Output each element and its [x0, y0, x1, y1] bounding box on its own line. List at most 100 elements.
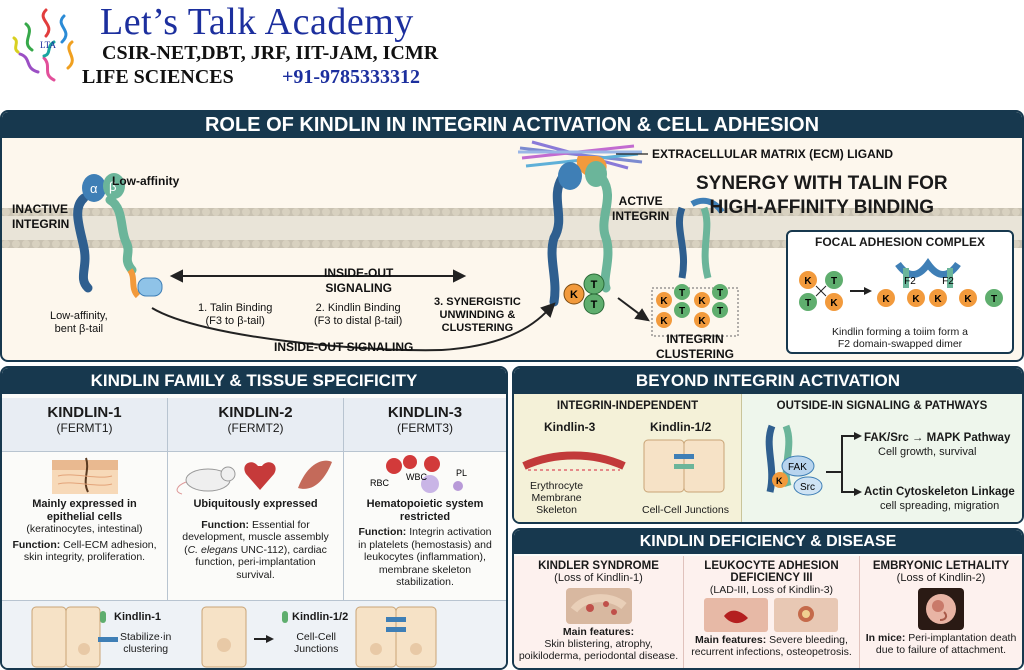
lipid-head: [512, 208, 520, 216]
talin-binding-step: 1. Talin Binding (F3 to β-tail): [198, 302, 273, 327]
lipid-head: [482, 240, 490, 248]
lipid-head: [22, 208, 30, 216]
lipid-head: [332, 240, 340, 248]
lipid-head: [292, 208, 300, 216]
lipid-head: [192, 208, 200, 216]
lad-title: LEUKOCYTE ADHESION DEFICIENCY III: [704, 560, 839, 584]
lipid-head: [2, 208, 10, 216]
f2-label: F2: [942, 276, 954, 287]
lipid-head: [512, 240, 520, 248]
lipid-head: [842, 208, 850, 216]
lipid-head: [422, 240, 430, 248]
lipid-head: [152, 208, 160, 216]
alpha-label: α: [90, 181, 98, 196]
skin-icon: [52, 457, 118, 494]
lipid-head: [762, 240, 770, 248]
lipid-head: [472, 240, 480, 248]
emb-title: EMBRYONIC LETHALITY: [872, 560, 1010, 572]
integrin-activation-panel: ROLE OF KINDLIN IN INTEGRIN ACTIVATION &…: [0, 110, 1024, 362]
lipid-head: [752, 208, 760, 216]
ecm-ligand-label: EXTRACELLULAR MATRIX (ECM) LIGAND: [652, 147, 894, 161]
bleeding-wound-icon: [704, 598, 838, 632]
lipid-head: [282, 240, 290, 248]
lipid-head: [812, 208, 820, 216]
lipid-head: [732, 208, 740, 216]
lipid-head: [182, 208, 190, 216]
disease-panel: KINDLIN DEFICIENCY & DISEASE KINDLER SYN…: [512, 528, 1024, 670]
lipid-head: [732, 240, 740, 248]
lipid-head: [992, 208, 1000, 216]
kindlin-family-panel: KINDLIN FAMILY & TISSUE SPECIFICITY KIND…: [0, 366, 508, 670]
kindlin12-sublabel: Kindlin-1/2: [650, 420, 712, 434]
kindler-features-label: Main features:: [562, 626, 635, 638]
lipid-head: [652, 240, 660, 248]
lipid-head: [112, 240, 120, 248]
lipid-head: [1012, 208, 1020, 216]
k-label: K: [660, 296, 668, 307]
lipid-head: [912, 208, 920, 216]
lipid-head: [362, 240, 370, 248]
lipid-head: [872, 208, 880, 216]
focal-adhesion-title: FOCAL ADHESION COMPLEX: [814, 235, 985, 249]
lipid-head: [102, 208, 110, 216]
lipid-head: [902, 208, 910, 216]
lipid-head: [152, 240, 160, 248]
independent-title: INTEGRIN-INDEPENDENT: [556, 400, 699, 412]
lipid-head: [622, 208, 630, 216]
kindlin3-header: KINDLIN-3 (FERMT3): [344, 398, 506, 452]
actin-linkage: Actin Cytoskeleton Linkage: [864, 486, 1015, 498]
emb-features: In mice: Peri-implantation death due to …: [865, 632, 1017, 656]
kindler-sub: (Loss of Kindlin-1): [554, 572, 643, 584]
lipid-head: [742, 240, 750, 248]
strip-kindlin1-label: Kindlin-1: [114, 611, 162, 623]
strip-stabilize-label: Stabilize·in clustering: [120, 631, 172, 655]
lipid-head: [372, 208, 380, 216]
t-label: T: [991, 294, 997, 305]
panel-title: ROLE OF KINDLIN IN INTEGRIN ACTIVATION &…: [2, 112, 1022, 138]
lipid-head: [762, 208, 770, 216]
lipid-head: [282, 208, 290, 216]
lipid-head: [42, 240, 50, 248]
active-integrin-shape: [547, 161, 613, 307]
lipid-head: [402, 208, 410, 216]
lipid-head: [232, 208, 240, 216]
k-label: K: [570, 289, 578, 301]
kindlin1-function: Function: Cell-ECM adhesion, skin integr…: [12, 538, 157, 564]
phone-number: +91-9785333312: [282, 66, 421, 88]
logo-text: LTA: [40, 40, 56, 50]
inside-out-label-top: INSIDE-OUT SIGNALING: [324, 266, 394, 295]
embryonic-lethality-box: EMBRYONIC LETHALITY (Loss of Kindlin-2) …: [860, 556, 1022, 668]
outside-in-title: OUTSIDE-IN SIGNALING & PATHWAYS: [776, 400, 988, 412]
lipid-head: [2, 240, 10, 248]
lipid-head: [392, 240, 400, 248]
lipid-head: [452, 240, 460, 248]
lipid-head: [202, 208, 210, 216]
kindlin3-name: KINDLIN-3: [387, 404, 463, 421]
lipid-head: [102, 240, 110, 248]
lipid-head: [592, 208, 600, 216]
lipid-head: [132, 208, 140, 216]
epithelial-cells-diagram: [31, 606, 437, 668]
f2-label: F2: [904, 276, 916, 287]
lipid-head: [142, 208, 150, 216]
lipid-head: [462, 208, 470, 216]
lipid-head: [462, 240, 470, 248]
family-bottom-strip: Kindlin-1 Stabilize·in clustering Kindli…: [2, 600, 506, 668]
lipid-head: [242, 240, 250, 248]
lipid-head: [782, 208, 790, 216]
independent-diagram: [522, 439, 725, 493]
lipid-head: [792, 208, 800, 216]
kindlin2-header: KINDLIN-2 (FERMT2): [168, 398, 343, 452]
lipid-head: [422, 208, 430, 216]
lipid-head: [692, 208, 700, 216]
blood-cells-icon: RBC WBC PL: [370, 455, 467, 493]
lipid-head: [562, 208, 570, 216]
lipid-head: [392, 208, 400, 216]
family-title: KINDLIN FAMILY & TISSUE SPECIFICITY: [2, 368, 506, 394]
lipid-head: [572, 240, 580, 248]
lipid-head: [312, 240, 320, 248]
strip-junctions-label: Cell-Cell Junctions: [294, 631, 339, 655]
lipid-head: [292, 240, 300, 248]
lipid-head: [12, 208, 20, 216]
disease-title: KINDLIN DEFICIENCY & DISEASE: [514, 530, 1022, 554]
